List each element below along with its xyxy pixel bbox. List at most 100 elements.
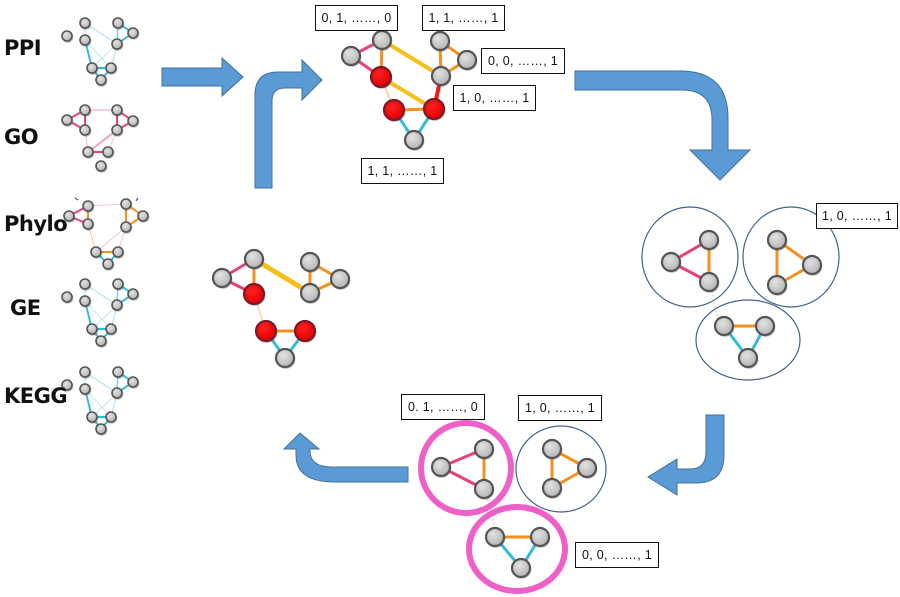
node [329, 268, 351, 290]
node [79, 295, 91, 307]
node [105, 411, 117, 423]
node [510, 557, 532, 579]
node [102, 258, 114, 270]
source-network-ge [61, 278, 140, 348]
node [120, 198, 132, 210]
node [112, 17, 124, 29]
node [340, 45, 362, 67]
node [112, 246, 124, 258]
edge [87, 129, 118, 153]
node-selected [254, 319, 278, 343]
node [473, 438, 495, 460]
node [430, 65, 452, 87]
node [111, 299, 123, 311]
node [429, 30, 451, 52]
node [473, 478, 495, 500]
node [111, 104, 123, 116]
node [112, 366, 124, 378]
node [102, 146, 114, 158]
node [79, 124, 91, 136]
node [541, 438, 563, 460]
node [61, 291, 73, 303]
node [79, 366, 91, 378]
node [299, 251, 321, 273]
edge [251, 256, 313, 296]
edge [87, 203, 127, 207]
node [79, 383, 91, 395]
node [95, 335, 107, 347]
node [541, 477, 563, 499]
tick-mark [135, 197, 139, 202]
source-label-phylo: Phylo [4, 212, 68, 236]
edge [84, 283, 118, 306]
node [120, 221, 132, 233]
source-network-go [61, 104, 140, 173]
source-label-go: GO [4, 125, 39, 149]
node [111, 387, 123, 399]
cluster-ring [695, 299, 801, 381]
node-selected [422, 97, 446, 121]
arrow-right-icon [161, 56, 244, 98]
source-network-ppi [61, 17, 140, 87]
arrow-curve-left-icon [647, 414, 725, 496]
node-selected [293, 319, 317, 343]
node [82, 146, 94, 158]
edge [95, 226, 127, 253]
source-label-kegg: KEGG [4, 384, 68, 408]
arrow-curve-down-icon [574, 70, 752, 181]
node [79, 278, 91, 290]
cluster-ring [641, 206, 739, 308]
node [127, 115, 139, 127]
node [82, 200, 94, 212]
selected-clusters [418, 420, 607, 594]
cluster-ring [742, 206, 840, 308]
node [79, 17, 91, 29]
source-network-phylo [63, 197, 150, 271]
vector-box: 1, 0, ……, 1 [816, 203, 898, 229]
integrated-network [340, 29, 478, 151]
node [766, 274, 788, 296]
node [403, 129, 425, 151]
vector-box: 1, 1, ……, 1 [361, 158, 444, 184]
node [111, 38, 123, 50]
edge [84, 39, 112, 69]
node [529, 526, 551, 548]
edge [84, 22, 118, 45]
vector-box: 0, 0, ……, 1 [481, 48, 565, 74]
edge [380, 38, 443, 78]
node [713, 315, 735, 337]
source-network-kegg [61, 366, 140, 436]
edge [84, 388, 112, 418]
node [86, 323, 98, 335]
node [698, 229, 720, 251]
node [371, 29, 393, 51]
node [137, 210, 149, 222]
vector-box: 0. 1, ……, 0 [401, 394, 485, 420]
node [79, 34, 91, 46]
node-selected [382, 98, 406, 122]
node [484, 526, 506, 548]
node [105, 62, 117, 74]
node [737, 347, 759, 369]
node [801, 254, 823, 276]
node [61, 114, 73, 126]
node [127, 376, 139, 388]
node [90, 246, 102, 258]
node [61, 379, 73, 391]
source-label-ge: GE [10, 296, 41, 320]
node [299, 282, 321, 304]
node [86, 411, 98, 423]
node [111, 124, 123, 136]
vector-box: 0, 1, ……, 0 [315, 5, 398, 31]
vector-box: 1, 0, ……, 1 [518, 395, 602, 421]
arrow-bend-up-right-icon [254, 58, 323, 189]
arrow-curve-up-icon [282, 432, 409, 483]
node-selected [369, 65, 393, 89]
node [86, 62, 98, 74]
result-network [211, 248, 351, 369]
node [698, 271, 720, 293]
node [105, 323, 117, 335]
vector-box: 1, 0, ……, 1 [453, 85, 536, 111]
edge [84, 371, 118, 394]
